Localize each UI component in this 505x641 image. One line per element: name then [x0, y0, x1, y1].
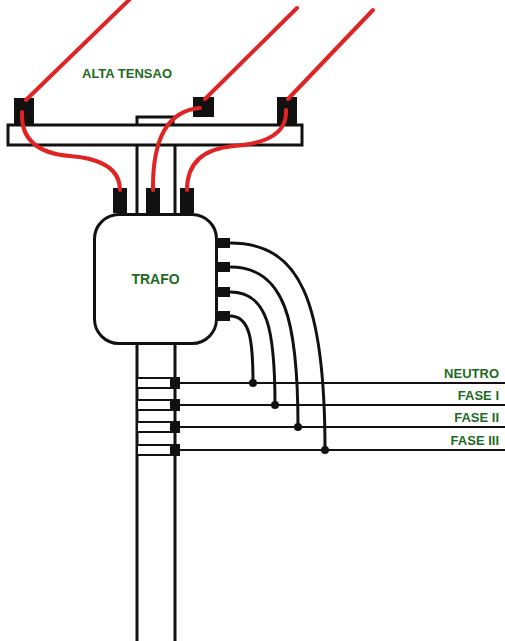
lv-terminal	[216, 238, 230, 248]
lv-lines	[175, 383, 505, 450]
lv-terminal	[216, 262, 230, 272]
node-label: TRAFO	[131, 271, 179, 287]
voltage-label: ALTA TENSAO	[80, 66, 174, 81]
transformer-box: TRAFO	[93, 213, 218, 345]
line-label: FASE I	[456, 388, 501, 403]
lv-terminal	[216, 287, 230, 297]
line-label: FASE III	[449, 433, 501, 448]
lv-insulators	[137, 377, 180, 456]
line-label: FASE II	[452, 410, 501, 425]
lv-drop-wires	[230, 243, 325, 450]
junction-dots	[249, 379, 329, 454]
lv-terminal	[216, 311, 230, 321]
hv-wires	[22, 0, 373, 190]
line-label: NEUTRO	[442, 366, 501, 381]
